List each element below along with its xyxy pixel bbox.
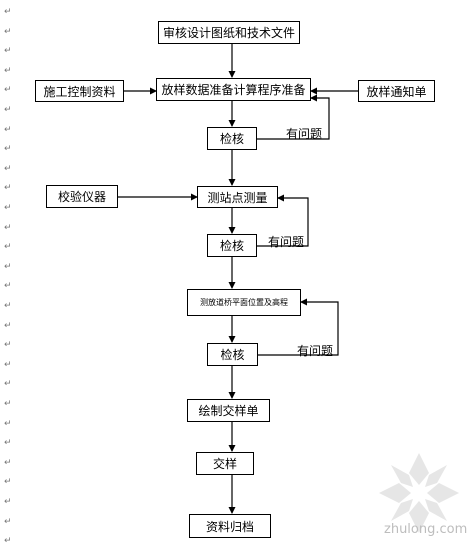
watermark-snowflake-logo <box>379 453 459 533</box>
paragraph-mark: ↵ <box>4 261 12 272</box>
node-station-measurement: 测站点测量 <box>197 186 278 208</box>
loop-check1-to-prepare <box>257 94 330 140</box>
paragraph-mark: ↵ <box>4 46 12 57</box>
paragraph-mark: ↵ <box>4 516 12 527</box>
paragraph-mark: ↵ <box>4 379 12 390</box>
node-measure-position-elevation: 测放道桥平面位置及高程 <box>187 289 301 316</box>
paragraph-mark: ↵ <box>4 7 12 17</box>
paragraph-mark: ↵ <box>4 144 12 155</box>
paragraph-mark: ↵ <box>4 124 12 135</box>
paragraph-mark: ↵ <box>4 85 12 96</box>
loop-check3-to-measure <box>258 298 339 356</box>
node-check-2: 检核 <box>207 234 257 257</box>
paragraph-mark: ↵ <box>4 222 12 233</box>
node-handover: 交样 <box>196 452 254 475</box>
node-setout-notice: 放样通知单 <box>358 80 435 102</box>
paragraph-mark: ↵ <box>4 65 12 76</box>
paragraph-mark: ↵ <box>4 281 12 292</box>
paragraph-mark: ↵ <box>4 320 12 331</box>
node-check-1: 检核 <box>207 127 257 150</box>
node-check-3: 检核 <box>207 343 258 366</box>
paragraph-mark: ↵ <box>4 418 12 429</box>
paragraph-mark: ↵ <box>4 536 12 547</box>
node-review-drawings: 审核设计图纸和技术文件 <box>158 21 300 44</box>
paragraph-mark: ↵ <box>4 457 12 468</box>
node-construction-control-data: 施工控制资料 <box>35 80 124 102</box>
paragraph-mark: ↵ <box>4 203 12 213</box>
node-prepare-setout-data: 放样数据准备计算程序准备 <box>156 78 311 101</box>
node-draw-handover-sheet: 绘制交样单 <box>187 399 270 422</box>
paragraph-mark: ↵ <box>4 183 12 194</box>
loop-check2-to-station <box>257 194 309 247</box>
paragraph-mark: ↵ <box>4 301 12 311</box>
paragraph-mark: ↵ <box>4 26 12 37</box>
paragraph-mark: ↵ <box>4 497 12 507</box>
paragraph-mark: ↵ <box>4 242 12 253</box>
label-problem-2: 有问题 <box>268 235 305 249</box>
label-problem-3: 有问题 <box>297 344 334 358</box>
paragraph-mark: ↵ <box>4 477 12 488</box>
paragraph-mark: ↵ <box>4 359 12 370</box>
paragraph-mark: ↵ <box>4 438 12 449</box>
watermark-text: zhulong.com <box>384 522 468 537</box>
paragraph-mark: ↵ <box>4 105 12 115</box>
label-problem-1: 有问题 <box>286 127 323 141</box>
paragraph-mark: ↵ <box>4 163 12 174</box>
paragraph-mark: ↵ <box>4 340 12 351</box>
node-calibrate-instrument: 校验仪器 <box>46 185 118 208</box>
paragraph-mark: ↵ <box>4 399 12 409</box>
node-archive: 资料归档 <box>189 514 271 538</box>
